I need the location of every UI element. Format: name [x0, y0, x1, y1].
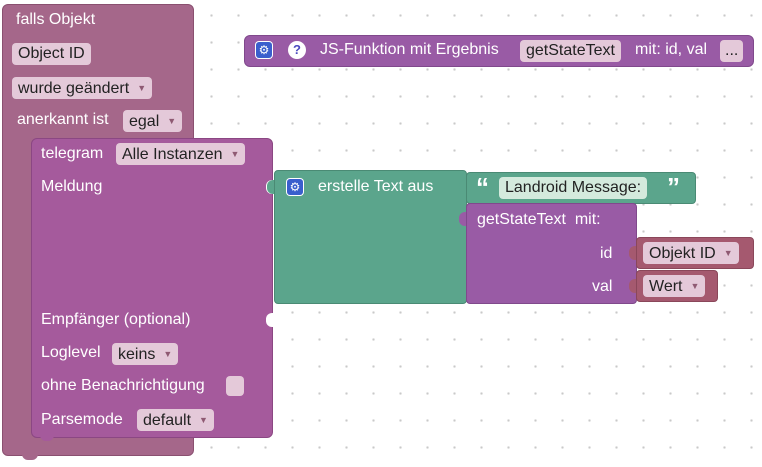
telegram-block-bottom-tab [40, 434, 54, 441]
close-quote-icon: ” [667, 172, 680, 202]
ack-dropdown[interactable]: egal ▼ [123, 110, 183, 132]
no-notify-checkbox[interactable] [226, 376, 244, 396]
recipient-input-connector[interactable] [266, 313, 274, 327]
js-function-label: JS-Funktion mit Ergebnis [320, 41, 499, 58]
recipient-label: Empfänger (optional) [41, 311, 191, 328]
dropdown-arrow-icon: ▼ [723, 248, 733, 258]
object-id-field[interactable]: Object ID [12, 43, 91, 65]
wert-value: Wert [649, 278, 683, 295]
ack-value: egal [129, 113, 160, 130]
param-id-label: id [600, 245, 613, 262]
dropdown-arrow-icon: ▼ [690, 281, 700, 291]
gear-icon[interactable]: ⚙ [255, 41, 273, 59]
param-val-label: val [592, 278, 613, 295]
text-join-block[interactable] [274, 170, 467, 304]
wert-output-connector [629, 279, 636, 293]
dropdown-arrow-icon: ▼ [163, 349, 173, 359]
instance-dropdown[interactable]: Alle Instanzen ▼ [116, 143, 246, 165]
change-type-value: wurde geändert [18, 80, 130, 97]
change-type-dropdown[interactable]: wurde geändert ▼ [12, 77, 153, 99]
falls-objekt-title: falls Objekt [16, 11, 96, 28]
dropdown-arrow-icon: ▼ [137, 83, 147, 93]
parsemode-value: default [143, 412, 192, 429]
more-button[interactable]: ... [720, 40, 744, 62]
loglevel-dropdown[interactable]: keins ▼ [112, 343, 179, 365]
open-quote-icon: “ [476, 172, 489, 202]
text-join-label: erstelle Text aus [318, 178, 434, 195]
parsemode-dropdown[interactable]: default ▼ [137, 409, 214, 431]
ack-label: anerkannt ist [17, 111, 109, 128]
text-join-output-connector [267, 180, 274, 194]
loglevel-value: keins [118, 346, 156, 363]
wert-dropdown[interactable]: Wert ▼ [643, 275, 706, 297]
objekt-id-dropdown[interactable]: Objekt ID ▼ [643, 242, 739, 264]
string-value-field[interactable]: Landroid Message: [499, 177, 648, 199]
dropdown-arrow-icon: ▼ [167, 116, 177, 126]
dropdown-arrow-icon: ▼ [230, 149, 240, 159]
falls-block-bottom-tab [22, 452, 38, 460]
help-icon[interactable]: ? [288, 41, 306, 59]
parsemode-label: Parsemode [41, 411, 123, 428]
more-button-label: ... [725, 42, 739, 59]
object-id-label: Object ID [18, 45, 85, 62]
function-name-value: getStateText [526, 42, 615, 59]
function-name-field[interactable]: getStateText [520, 40, 621, 62]
text-string-output-connector [459, 180, 466, 194]
message-label: Meldung [41, 178, 103, 195]
objekt-id-output-connector [629, 246, 636, 260]
dropdown-arrow-icon: ▼ [199, 415, 208, 425]
get-state-text-label: getStateText mit: [477, 211, 601, 228]
telegram-label: telegram [41, 145, 104, 162]
no-notify-label: ohne Benachrichtigung [41, 377, 205, 394]
objekt-id-value: Objekt ID [649, 245, 716, 262]
function-params-label: mit: id, val [635, 41, 708, 58]
js-function-block[interactable] [244, 35, 754, 67]
gear-icon[interactable]: ⚙ [286, 178, 304, 196]
get-state-text-output-connector [459, 212, 466, 226]
string-value: Landroid Message: [505, 179, 642, 196]
loglevel-label: Loglevel [41, 344, 101, 361]
get-state-text-block[interactable] [466, 203, 637, 304]
instance-value: Alle Instanzen [122, 146, 223, 163]
